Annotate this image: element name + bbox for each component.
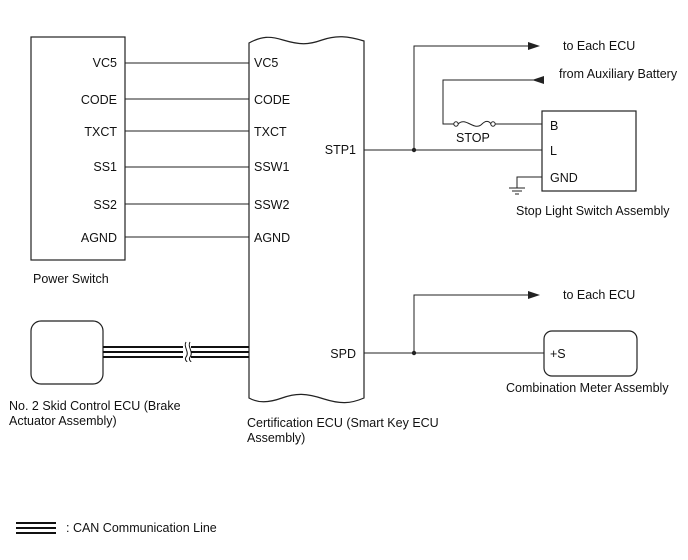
certification-ecu: VC5 CODE TXCT SSW1 SSW2 AGND STP1 SPD Ce… xyxy=(247,36,439,445)
can-bus-lines xyxy=(103,341,249,363)
spd-network: to Each ECU xyxy=(364,288,635,356)
ps-ecu-wires xyxy=(125,62,249,238)
ecu-pin-txct: TXCT xyxy=(254,125,287,139)
meter-pin-s: +S xyxy=(550,347,566,361)
wire-to-each-ecu-top xyxy=(413,45,530,150)
to-each-ecu-bottom-label: to Each ECU xyxy=(563,288,635,302)
ecu-pin-ssw1: SSW1 xyxy=(254,160,289,174)
line-break-icon xyxy=(184,341,188,363)
ground-icon xyxy=(509,176,542,195)
stp1-network: to Each ECU xyxy=(364,39,635,153)
to-each-ecu-top-label: to Each ECU xyxy=(563,39,635,53)
wire-from-battery xyxy=(442,79,544,125)
combination-meter: +S Combination Meter Assembly xyxy=(506,330,669,395)
arrow-to-each-ecu-top-icon xyxy=(528,42,540,50)
ecu-pin-code: CODE xyxy=(254,93,290,107)
ecu-pin-ssw2: SSW2 xyxy=(254,198,289,212)
arrow-to-each-ecu-bottom-icon xyxy=(528,291,540,299)
power-switch: VC5 CODE TXCT SS1 SS2 AGND Power Switch xyxy=(30,36,126,286)
ecu-pin-agnd: AGND xyxy=(254,231,290,245)
ps-pin-ss2: SS2 xyxy=(93,198,117,212)
from-aux-battery-label: from Auxiliary Battery xyxy=(559,67,678,81)
legend: : CAN Communication Line xyxy=(16,521,217,535)
skid-ecu-label-line1: No. 2 Skid Control ECU (Brake xyxy=(9,399,181,413)
sls-pin-l: L xyxy=(550,144,557,158)
ecu-pin-stp1: STP1 xyxy=(325,143,356,157)
wire-to-each-ecu-bottom xyxy=(413,294,530,353)
sls-pin-gnd: GND xyxy=(550,171,578,185)
combination-meter-label: Combination Meter Assembly xyxy=(506,381,669,395)
ps-pin-ss1: SS1 xyxy=(93,160,117,174)
power-switch-box xyxy=(30,36,126,261)
fuse-terminal-right xyxy=(490,121,496,127)
sls-pin-b: B xyxy=(550,119,558,133)
combination-meter-box xyxy=(543,330,638,377)
skid-ecu-label-line2: Actuator Assembly) xyxy=(9,414,117,428)
fuse-terminal-left xyxy=(453,121,459,127)
stop-light-switch: B L GND Stop Light Switch Assembly xyxy=(516,110,670,218)
skid-control-ecu: No. 2 Skid Control ECU (Brake Actuator A… xyxy=(9,320,181,428)
battery-feed: from Auxiliary Battery STOP xyxy=(442,67,678,145)
legend-can-label: : CAN Communication Line xyxy=(66,521,217,535)
stop-light-switch-box xyxy=(541,110,637,192)
ecu-pin-vc5: VC5 xyxy=(254,56,278,70)
certification-ecu-box xyxy=(248,36,365,404)
ps-pin-txct: TXCT xyxy=(84,125,117,139)
ecu-pin-spd: SPD xyxy=(330,347,356,361)
wire-gnd xyxy=(516,176,542,188)
ps-pin-code: CODE xyxy=(81,93,117,107)
skid-control-ecu-box xyxy=(30,320,104,385)
ps-pin-vc5: VC5 xyxy=(93,56,117,70)
fuse-stop-icon xyxy=(457,120,492,127)
ps-pin-agnd: AGND xyxy=(81,231,117,245)
power-switch-label: Power Switch xyxy=(33,272,109,286)
fuse-label: STOP xyxy=(456,131,490,145)
stop-light-switch-label: Stop Light Switch Assembly xyxy=(516,204,670,218)
ecu-label-line2: Assembly) xyxy=(247,431,305,445)
ecu-label-line1: Certification ECU (Smart Key ECU xyxy=(247,416,439,430)
